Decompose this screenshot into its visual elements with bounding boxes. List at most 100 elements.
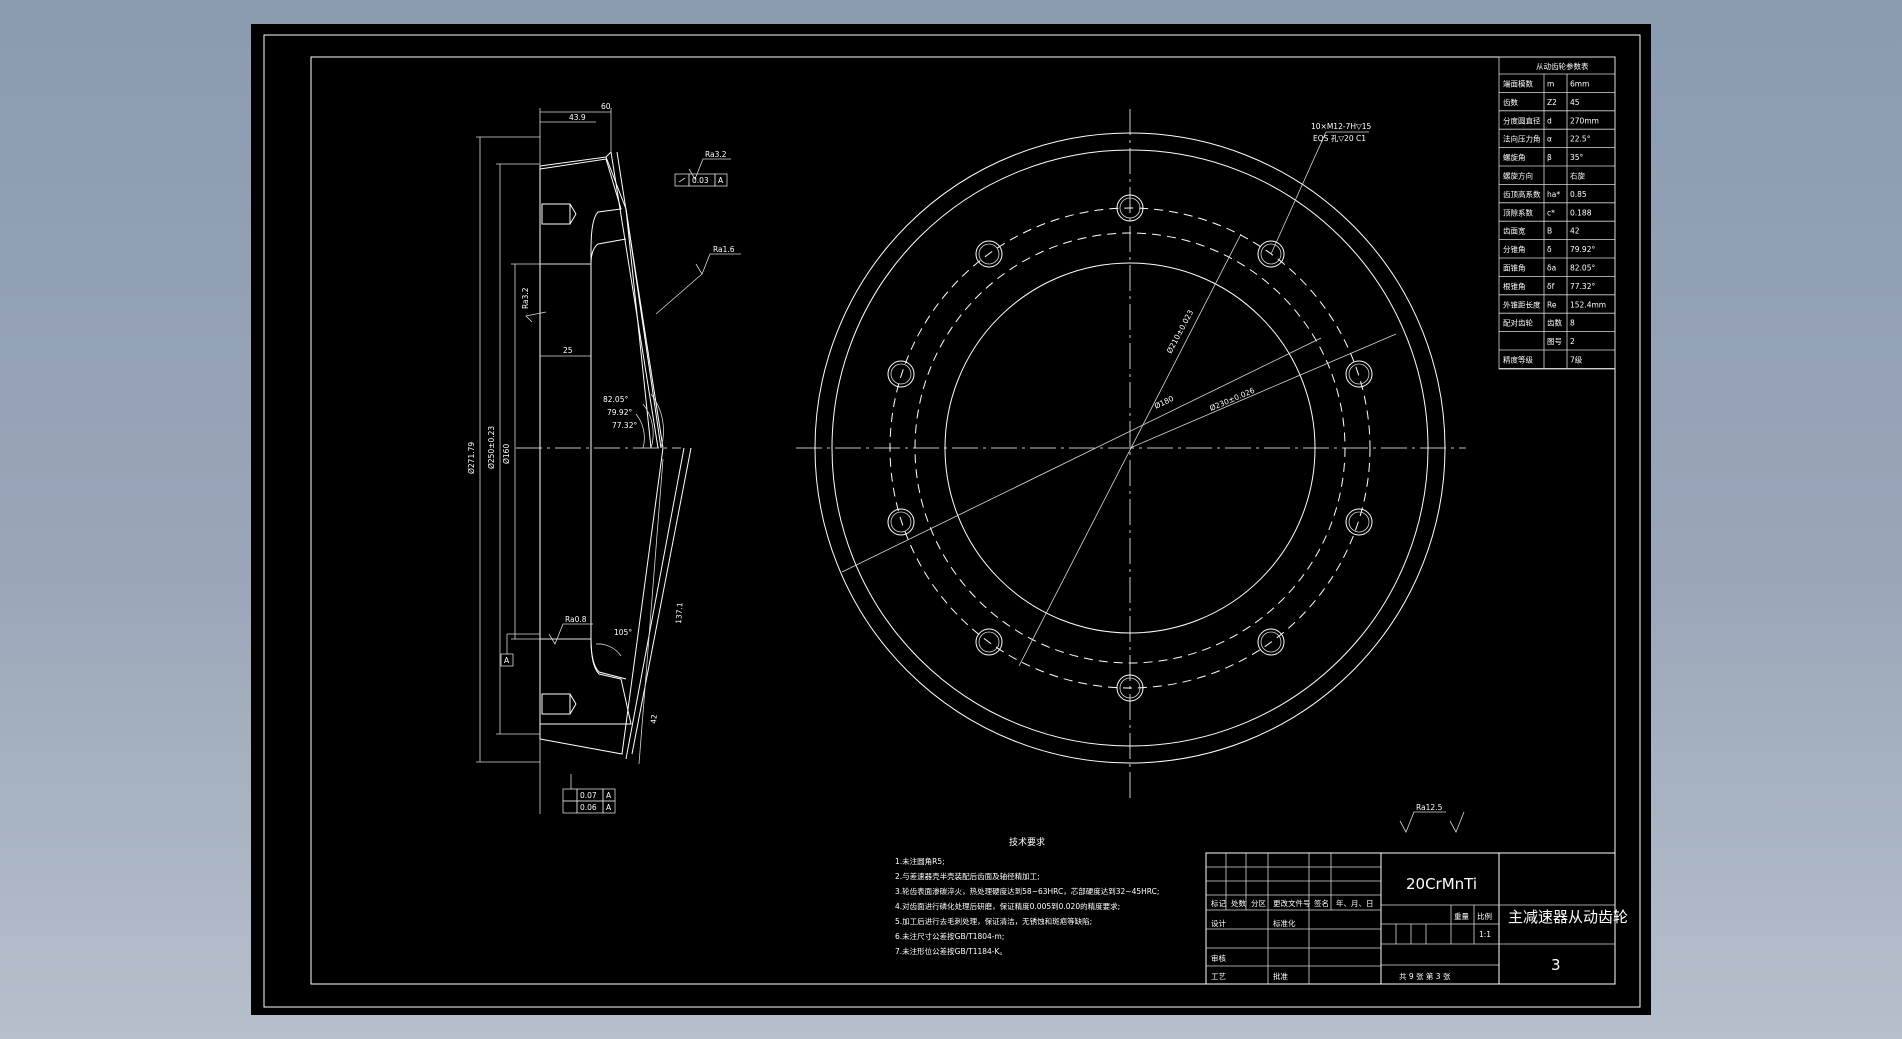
dim-angle-77: 77.32° (612, 421, 637, 430)
tb-drawing-number: 3 (1551, 956, 1561, 974)
tb-approve: 批准 (1273, 971, 1289, 981)
lower-face-cone-2 (625, 447, 685, 760)
svg-text:Ra0.8: Ra0.8 (565, 615, 587, 624)
param-cell-name: 齿面宽 (1503, 226, 1526, 236)
inner-frame (310, 56, 1616, 985)
param-cell-sym: d (1547, 116, 1552, 125)
svg-text:0.03: 0.03 (692, 176, 709, 185)
param-cell-sym: δa (1547, 264, 1556, 273)
dim-width-sub: 43.9 (569, 113, 586, 122)
param-cell-name: 分度圆直径 (1503, 115, 1541, 125)
tooth-tip (605, 151, 612, 158)
param-cell-name: 根锥角 (1503, 281, 1526, 291)
tb-label-count: 处数 (1231, 898, 1247, 908)
param-cell-val: 270mm (1570, 116, 1599, 125)
thread-hole-top (541, 203, 571, 225)
param-cell-sym: 图号 (1547, 337, 1562, 346)
cad-viewport[interactable]: 60 43.9 Ø271.79 Ø250±0.23 Ø160 25 82.05°… (251, 24, 1651, 1015)
param-cell-val: 152.4mm (1570, 300, 1606, 309)
param-cell-val: 0.188 (1570, 208, 1592, 217)
param-cell-name: 螺旋角 (1503, 152, 1526, 162)
tb-standardize: 标准化 (1273, 918, 1296, 928)
face-cone (610, 151, 659, 449)
roughness-symbol-4: Ra0.8 (548, 615, 593, 645)
param-cell-val: 8 (1570, 319, 1575, 328)
tech-req-item: 6.未注尺寸公差按GB/T1804-m; (895, 931, 1004, 941)
upper-hatch (539, 158, 622, 265)
param-cell-val: 79.92° (1570, 245, 1595, 254)
param-cell-val: 42 (1570, 227, 1580, 236)
tech-req-item: 3.轮齿表面渗碳淬火，热处理硬度达到58~63HRC，芯部硬度达到32~45HR… (895, 886, 1159, 896)
svg-text:A: A (606, 791, 612, 800)
param-cell-val: 77.32° (1570, 282, 1595, 291)
param-cell-val: 2 (1570, 337, 1575, 346)
param-cell-name: 面锥角 (1503, 263, 1526, 273)
drawing-sheet: 60 43.9 Ø271.79 Ø250±0.23 Ø160 25 82.05°… (263, 34, 1641, 1008)
param-cell-sym: Z2 (1547, 98, 1557, 107)
param-cell-name: 齿数 (1503, 97, 1519, 107)
bolt-holes (887, 194, 1373, 702)
param-cell-val: 右旋 (1570, 171, 1586, 181)
dim-angle-82: 82.05° (603, 395, 628, 404)
param-cell-sym: α (1547, 135, 1552, 144)
param-cell-val: 45 (1570, 98, 1580, 107)
lower-face-cone (631, 447, 692, 755)
roughness-symbol-1: Ra3.2 (688, 150, 731, 180)
svg-text:0.07: 0.07 (580, 791, 597, 800)
param-cell-sym: Re (1547, 300, 1557, 309)
svg-text:Ra3.2: Ra3.2 (705, 150, 727, 159)
param-cell-name: 顶隙系数 (1503, 207, 1533, 217)
param-cell-sym: δ (1547, 245, 1552, 254)
param-cell-name: 外锥距长度 (1503, 299, 1541, 309)
lower-profile (539, 447, 664, 755)
svg-text:0.06: 0.06 (580, 803, 597, 812)
tb-sheet-info: 共 9 张 第 3 张 (1399, 971, 1451, 981)
param-cell-val: 35° (1570, 153, 1584, 162)
dim-len-42: 42 (649, 714, 659, 724)
tech-req-title: 技术要求 (1009, 836, 1045, 848)
datum-a-marker: A (500, 633, 540, 667)
dim-dia-180: Ø180 (1153, 394, 1175, 411)
param-cell-name: 螺旋方向 (1503, 171, 1533, 181)
tb-weight: 重量 (1454, 912, 1470, 921)
param-cell-val: 82.05° (1570, 264, 1595, 273)
param-cell-sym: m (1547, 80, 1554, 89)
roughness-symbol-2: Ra1.6 (655, 245, 741, 315)
hole-note-2: EQS 孔▽20 C1 (1313, 134, 1366, 143)
outer-frame (263, 34, 1641, 1008)
param-cell-name: 端面模数 (1503, 79, 1533, 89)
param-cell-name: 配对齿轮 (1503, 318, 1533, 328)
face-cone-2 (616, 151, 664, 449)
svg-text:Ra12.5: Ra12.5 (1416, 803, 1443, 812)
tb-process: 工艺 (1211, 972, 1226, 981)
param-cell-sym: β (1547, 153, 1552, 162)
param-cell-sym: δf (1547, 282, 1555, 291)
param-cell-name: 分锥角 (1503, 244, 1526, 254)
tb-designer: 设计 (1211, 918, 1227, 928)
svg-text:Ra3.2: Ra3.2 (521, 287, 530, 309)
svg-text:A: A (718, 176, 724, 185)
dim-dia-160: Ø160 (502, 444, 511, 464)
leader-dia-180 (841, 337, 1322, 573)
front-view: Ø210±0.023 Ø180 Ø230±0.026 10×M12-7H▽15 … (796, 109, 1466, 799)
dim-width-top: 60 (601, 102, 611, 111)
leader-hole-note (1270, 131, 1327, 255)
dim-hub-25: 25 (563, 346, 573, 355)
general-roughness: Ra12.5 (1399, 803, 1465, 833)
bore-lower (590, 638, 627, 680)
tb-scale-label: 比例 (1477, 911, 1492, 921)
svg-text:A: A (606, 803, 612, 812)
svg-text:A: A (504, 656, 510, 665)
leader-dia-210 (1018, 233, 1242, 667)
thread-hole-bottom (541, 693, 571, 715)
leader-dia-230 (1129, 333, 1397, 449)
param-cell-val: 22.5° (1570, 135, 1591, 144)
param-cell-sym: 齿数 (1547, 318, 1563, 328)
section-view: 60 43.9 Ø271.79 Ø250±0.23 Ø160 25 82.05°… (467, 102, 741, 814)
tolerance-frame-2: 0.07 A 0.06 A (562, 774, 616, 814)
tb-label-change: 更改文件号 (1273, 898, 1311, 908)
tb-label-mark: 标记 (1211, 898, 1227, 908)
param-cell-sym: c* (1547, 208, 1555, 217)
tb-part-name: 主减速器从动齿轮 (1508, 908, 1628, 926)
